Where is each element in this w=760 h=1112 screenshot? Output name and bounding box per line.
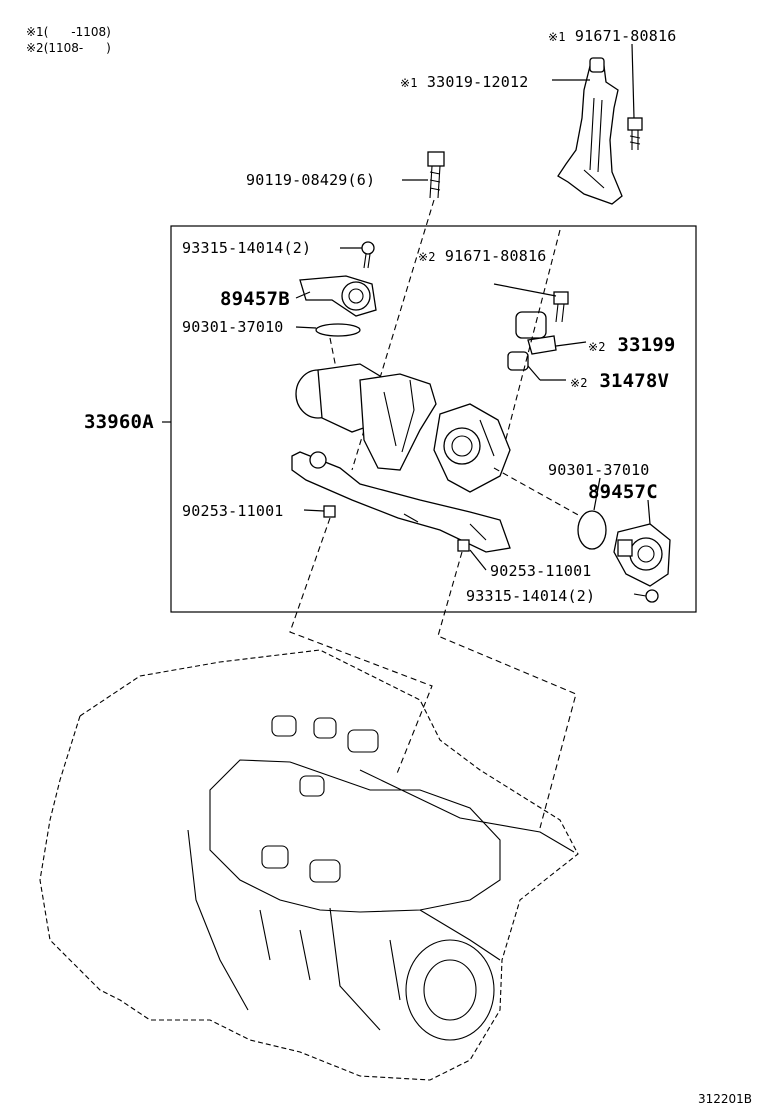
label-text: 93315-14014(2) bbox=[466, 587, 596, 605]
assembly-frame bbox=[170, 225, 697, 613]
label-90253-b: 90253-11001 bbox=[490, 563, 592, 579]
bolt-91671-mid bbox=[553, 291, 569, 323]
label-90119: 90119-08429(6) bbox=[246, 172, 375, 188]
label-89457b: 89457B bbox=[220, 289, 290, 309]
label-text: 33199 bbox=[617, 334, 676, 356]
label-90253-a: 90253-11001 bbox=[182, 503, 284, 519]
label-33199: ※2 33199 bbox=[588, 335, 676, 357]
label-90301-b: 90301-37010 bbox=[548, 462, 650, 478]
label-mark: ※2 bbox=[570, 376, 588, 390]
label-91671-mid: ※2 91671-80816 bbox=[418, 248, 546, 265]
label-33960a: 33960A bbox=[84, 412, 154, 432]
bolt-90119 bbox=[427, 151, 445, 199]
label-mark: ※1 bbox=[400, 76, 418, 90]
diagram-reference-code: 312201B bbox=[697, 1092, 752, 1106]
bolt-93315-a bbox=[361, 241, 375, 269]
sensor-89457c bbox=[613, 523, 671, 587]
label-text: 33960A bbox=[84, 411, 154, 433]
bolt-93315-b bbox=[633, 589, 659, 603]
label-text: 93315-14014(2) bbox=[182, 239, 312, 257]
label-text: 90301-37010 bbox=[182, 318, 284, 336]
o-ring-90301-b bbox=[577, 510, 607, 550]
label-text: 89457B bbox=[220, 288, 290, 310]
label-text: 31478V bbox=[599, 370, 670, 392]
note-1: ※1( -1108) bbox=[26, 26, 111, 39]
note-2-text: (1108- ) bbox=[43, 41, 111, 55]
note-2: ※2(1108- ) bbox=[26, 42, 111, 55]
pin-90253-b bbox=[457, 539, 470, 552]
label-text: 91671-80816 bbox=[574, 27, 677, 45]
collar-31478v bbox=[507, 351, 529, 371]
label-text: 33019-12012 bbox=[426, 73, 529, 91]
label-mark: ※1 bbox=[548, 30, 566, 44]
label-93315-a: 93315-14014(2) bbox=[182, 240, 311, 256]
label-mark: ※2 bbox=[418, 250, 436, 264]
note-1-text: ( -1108) bbox=[43, 25, 111, 39]
label-text: 90301-37010 bbox=[548, 461, 650, 479]
label-33019: ※1 33019-12012 bbox=[400, 74, 528, 91]
pin-90253-a bbox=[323, 505, 336, 518]
label-mark: ※2 bbox=[588, 340, 606, 354]
label-text: 90253-11001 bbox=[490, 562, 592, 580]
bolt-91671-top bbox=[627, 117, 643, 150]
label-89457c: 89457C bbox=[588, 482, 658, 502]
label-text: 89457C bbox=[588, 481, 658, 503]
shift-lever-bracket bbox=[557, 57, 623, 205]
o-ring-90301-a bbox=[315, 323, 361, 337]
plate-33199 bbox=[515, 311, 557, 355]
label-31478v: ※2 31478V bbox=[570, 371, 669, 393]
note-1-mark: ※1 bbox=[26, 25, 44, 39]
transaxle-housing bbox=[39, 649, 579, 1081]
label-text: 90119-08429(6) bbox=[246, 171, 376, 189]
label-93315-b: 93315-14014(2) bbox=[466, 588, 595, 604]
label-text: 90253-11001 bbox=[182, 502, 284, 520]
label-91671-top: ※1 91671-80816 bbox=[548, 28, 676, 45]
note-2-mark: ※2 bbox=[26, 41, 44, 55]
sensor-89457b bbox=[299, 275, 377, 317]
label-90301-a: 90301-37010 bbox=[182, 319, 284, 335]
label-text: 91671-80816 bbox=[444, 247, 547, 265]
actuator-assembly-33960a bbox=[291, 363, 511, 553]
